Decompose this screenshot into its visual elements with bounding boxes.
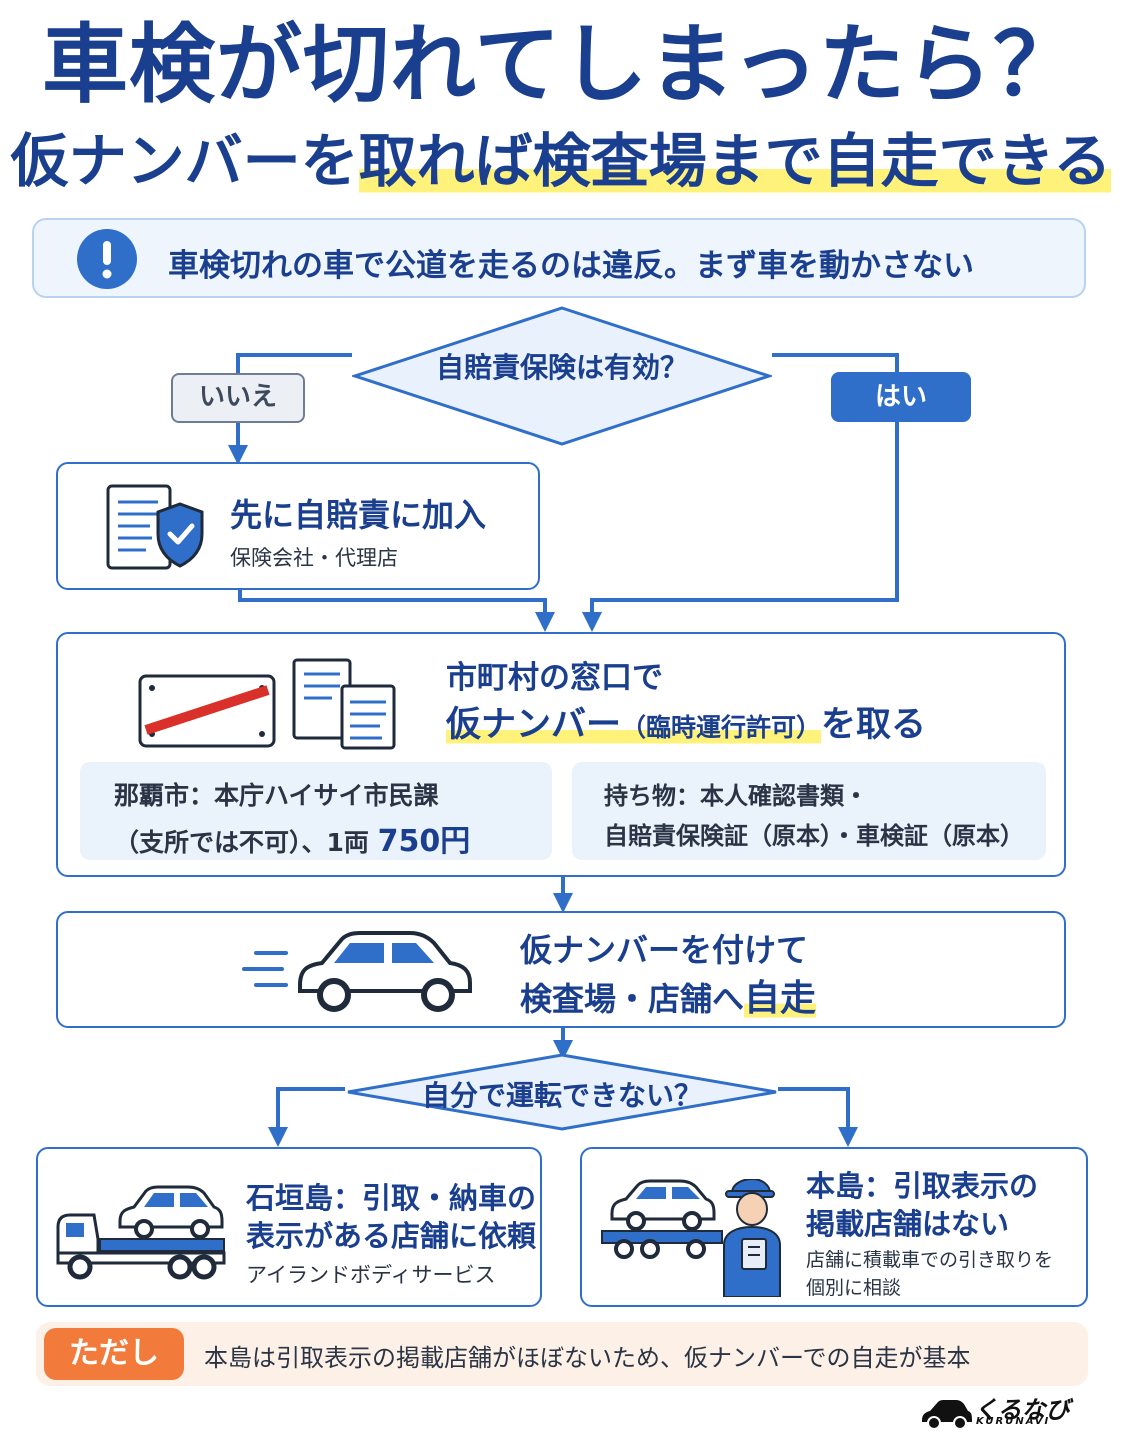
page-title: 車検が切れてしまったら？: [42, 15, 1080, 115]
step-insurance-box: 先に自賠責に加入 保険会社・代理店: [56, 462, 540, 590]
license-plate-icon: [138, 658, 396, 750]
naha-office-note: （支所では不可）、1両: [114, 828, 378, 857]
exclamation-icon: [77, 229, 137, 289]
naha-office-line1: 那覇市：本庁ハイサイ市民課: [114, 781, 439, 810]
decision-diamond-1: [352, 306, 772, 446]
brand-logo: くるなび KURUNAVI: [920, 1392, 1070, 1434]
decision-1-question: 自賠責保険は有効？: [435, 351, 688, 384]
step-number-box: 市町村の窓口で 仮ナンバー（臨時運行許可）を取る 那覇市：本庁ハイサイ市民課 （…: [56, 632, 1066, 877]
option-ishigaki-title1: 石垣島：引取・納車の: [246, 1181, 537, 1215]
required-items-line1: 持ち物：本人確認書類・: [604, 782, 868, 810]
answer-yes-badge: はい: [831, 372, 971, 422]
brand-name: くるなび: [974, 1396, 1070, 1424]
required-items-line2: 自賠責保険証（原本）・車検証（原本）: [604, 822, 1024, 850]
temporary-number-label: 仮ナンバー: [446, 705, 622, 745]
document-shield-icon: [106, 484, 204, 570]
take-label: を取る: [821, 705, 927, 745]
caveat-banner: ただし 本島は引取表示の掲載店舗がほぼないため、仮ナンバーでの自走が基本: [36, 1322, 1088, 1386]
step-number-line1: 市町村の窓口で: [446, 660, 663, 696]
option-ishigaki-box: 石垣島：引取・納車の 表示がある店舗に依頼 アイランドボディサービス: [36, 1147, 542, 1307]
step-insurance-sub: 保険会社・代理店: [230, 546, 398, 570]
option-mainland-title1: 本島：引取表示の: [806, 1169, 1039, 1203]
naha-office-line2: （支所では不可）、1両 750円: [114, 816, 470, 860]
warning-text: 車検切れの車で公道を走るのは違反。まず車を動かさない: [168, 248, 974, 284]
option-mainland-sub1: 店舗に積載車での引き取りを: [806, 1249, 1054, 1271]
option-mainland-box: 本島：引取表示の 掲載店舗はない 店舗に積載車での引き取りを 個別に相談: [580, 1147, 1088, 1307]
subtitle-plain: 仮ナンバーを: [10, 127, 359, 195]
mechanic-icon: [601, 1179, 781, 1297]
brand-car-icon: [922, 1400, 972, 1430]
caveat-text: 本島は引取表示の掲載店舗がほぼないため、仮ナンバーでの自走が基本: [204, 1344, 971, 1372]
temporary-number-highlight: 仮ナンバー（臨時運行許可）: [446, 705, 822, 745]
subtitle-highlight: 取れば検査場まで自走できる: [358, 127, 1112, 195]
step-drive-line2: 検査場・店舗へ自走: [520, 969, 817, 1021]
answer-no-badge: いいえ: [171, 373, 305, 423]
page-subtitle: 仮ナンバーを取れば検査場まで自走できる: [0, 127, 1122, 195]
option-mainland-title2: 掲載店舗はない: [806, 1207, 1010, 1241]
naha-fee: 750円: [377, 824, 471, 859]
tow-truck-icon: [56, 1185, 226, 1280]
option-ishigaki-title2: 表示がある店舗に依頼: [246, 1219, 537, 1253]
brand-subtitle: KURUNAVI: [976, 1416, 1051, 1427]
option-ishigaki-sub: アイランドボディサービス: [246, 1263, 496, 1287]
car-icon: [242, 931, 472, 1012]
option-mainland-sub2: 個別に相談: [806, 1277, 902, 1299]
temporary-permit-label: （臨時運行許可）: [621, 713, 822, 742]
decision-diamond-2: [347, 1053, 777, 1131]
drive-destination: 検査場・店舗へ: [520, 980, 745, 1018]
step-drive-box: 仮ナンバーを付けて 検査場・店舗へ自走: [56, 911, 1066, 1028]
caveat-badge: ただし: [44, 1328, 184, 1380]
naha-office-box: 那覇市：本庁ハイサイ市民課 （支所では不可）、1両 750円: [80, 762, 552, 860]
step-insurance-title: 先に自賠責に加入: [230, 496, 487, 534]
warning-banner: 車検切れの車で公道を走るのは違反。まず車を動かさない: [32, 218, 1086, 298]
step-drive-line1: 仮ナンバーを付けて: [520, 931, 809, 969]
self-drive-highlight: 自走: [744, 978, 817, 1019]
step-number-line2: 仮ナンバー（臨時運行許可）を取る: [446, 696, 926, 747]
decision-2-question: 自分で運転できない？: [421, 1079, 702, 1112]
required-items-box: 持ち物：本人確認書類・ 自賠責保険証（原本）・車検証（原本）: [572, 762, 1046, 860]
